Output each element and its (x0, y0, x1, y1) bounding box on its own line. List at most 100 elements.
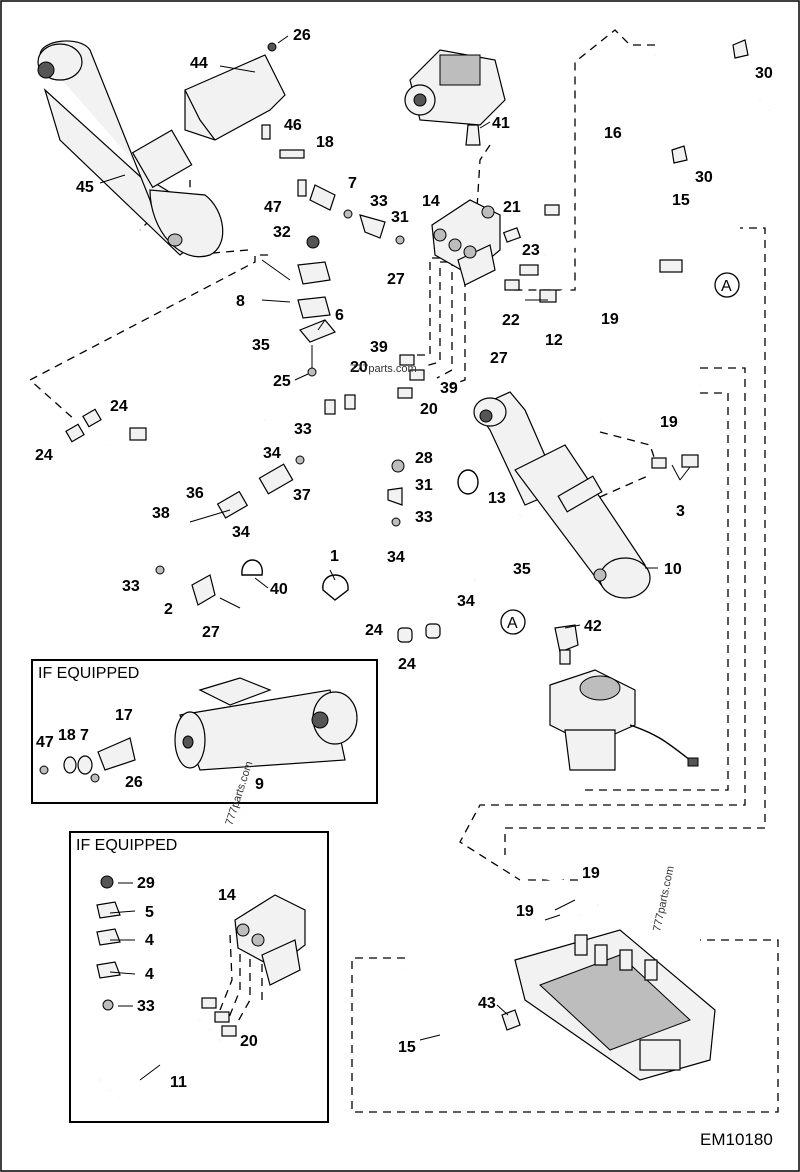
callout-19: 19 (660, 414, 678, 431)
callout-1: 1 (330, 548, 339, 565)
callout-39: 39 (440, 380, 458, 397)
watermark: 777parts.com (651, 865, 677, 933)
callout-26: 26 (125, 774, 143, 791)
inset-fittings-20 (201, 997, 237, 1037)
callout-34: 34 (263, 445, 281, 462)
callout-13: 13 (488, 490, 506, 507)
fitting-42 (554, 624, 579, 665)
callout-33: 33 (370, 193, 388, 210)
callout-9: 9 (255, 776, 264, 793)
callout-15: 15 (672, 192, 690, 209)
hose-15-upper (544, 225, 741, 257)
callout-19: 19 (601, 311, 619, 328)
document-id: EM10180 (700, 1130, 773, 1149)
callout-8: 8 (236, 293, 245, 310)
fittings-21-23-22 (502, 204, 683, 303)
callout-2: 2 (164, 601, 173, 618)
callout-45: 45 (76, 179, 94, 196)
callout-16: 16 (604, 125, 622, 142)
callout-28: 28 (415, 450, 433, 467)
callout-37: 37 (293, 487, 311, 504)
clips-30 (671, 39, 749, 164)
inset-mount-stack (96, 875, 121, 1011)
callout-33: 33 (415, 509, 433, 526)
svg-text:A: A (507, 615, 518, 632)
callout-14: 14 (422, 193, 440, 210)
callout-33: 33 (137, 998, 155, 1015)
callout-34: 34 (387, 549, 405, 566)
callout-17: 17 (115, 707, 133, 724)
control-valve-assembly (501, 929, 716, 1081)
callout-47: 47 (36, 734, 54, 751)
callout-20: 20 (350, 359, 368, 376)
callout-24: 24 (35, 447, 53, 464)
callout-7: 7 (80, 727, 89, 744)
fittings-3 (651, 454, 699, 469)
callout-6: 6 (335, 307, 344, 324)
callout-46: 46 (284, 117, 302, 134)
fittings-24-lower (397, 623, 441, 643)
hose-11 (99, 1018, 222, 1100)
fittings-24-upper (65, 408, 147, 443)
callout-31: 31 (391, 209, 409, 226)
callout-30: 30 (755, 65, 773, 82)
valve-block-14 (431, 199, 501, 286)
brake-valve (549, 669, 699, 771)
callout-18: 18 (58, 727, 76, 744)
connection-marker-a-top: A (714, 272, 740, 298)
hose-35-lower (473, 513, 522, 582)
callout-47: 47 (264, 199, 282, 216)
hose-19-lower (519, 870, 600, 917)
callout-19: 19 (516, 903, 534, 920)
svg-text:A: A (721, 278, 732, 295)
callout-18: 18 (316, 134, 334, 151)
cylinder-45 (37, 40, 224, 258)
mount-parts-32-8-6-25 (297, 235, 336, 377)
inset-valve-block-14 (234, 894, 306, 986)
callout-33: 33 (294, 421, 312, 438)
cylinder-9 (174, 677, 358, 771)
callout-20: 20 (420, 401, 438, 418)
callout-7: 7 (348, 175, 357, 192)
callout-34: 34 (232, 524, 250, 541)
callout-27: 27 (202, 624, 220, 641)
callout-33: 33 (122, 578, 140, 595)
bracket-31-33 (343, 209, 405, 245)
inset-valve-parts (39, 737, 136, 783)
callout-4: 4 (145, 932, 154, 949)
callout-22: 22 (502, 312, 520, 329)
callout-23: 23 (522, 242, 540, 259)
hose-12 (547, 257, 671, 302)
callout-3: 3 (676, 503, 685, 520)
callout-27: 27 (387, 271, 405, 288)
callout-31: 31 (415, 477, 433, 494)
inset-box-1: IF EQUIPPED (31, 659, 378, 804)
callout-4: 4 (145, 966, 154, 983)
dashed-routing-lines (28, 29, 779, 1113)
valve-parts-46-18-7-47 (261, 124, 336, 211)
callout-11: 11 (170, 1074, 187, 1091)
callout-38: 38 (152, 505, 170, 522)
connection-marker-a-bottom: A (500, 609, 526, 635)
callout-34: 34 (457, 593, 475, 610)
part-26-bolt (267, 42, 277, 52)
hose-34-bundle (109, 396, 438, 631)
callout-35: 35 (252, 337, 270, 354)
parts-36-37-38 (189, 455, 305, 523)
callout-5: 5 (145, 904, 154, 921)
callout-12: 12 (545, 332, 563, 349)
leader-lines (99, 35, 691, 1081)
hose-35-upper (166, 349, 267, 422)
callout-10: 10 (664, 561, 682, 578)
hose-19-upper (574, 350, 701, 442)
callout-24: 24 (110, 398, 128, 415)
callout-21: 21 (503, 199, 521, 216)
callout-30: 30 (695, 169, 713, 186)
pump-41 (404, 49, 506, 146)
hose-16 (551, 53, 772, 217)
cover-44 (184, 54, 286, 141)
bracket-2 (155, 565, 241, 609)
clamp-13 (457, 469, 479, 495)
hose-15-lower (403, 969, 486, 1042)
